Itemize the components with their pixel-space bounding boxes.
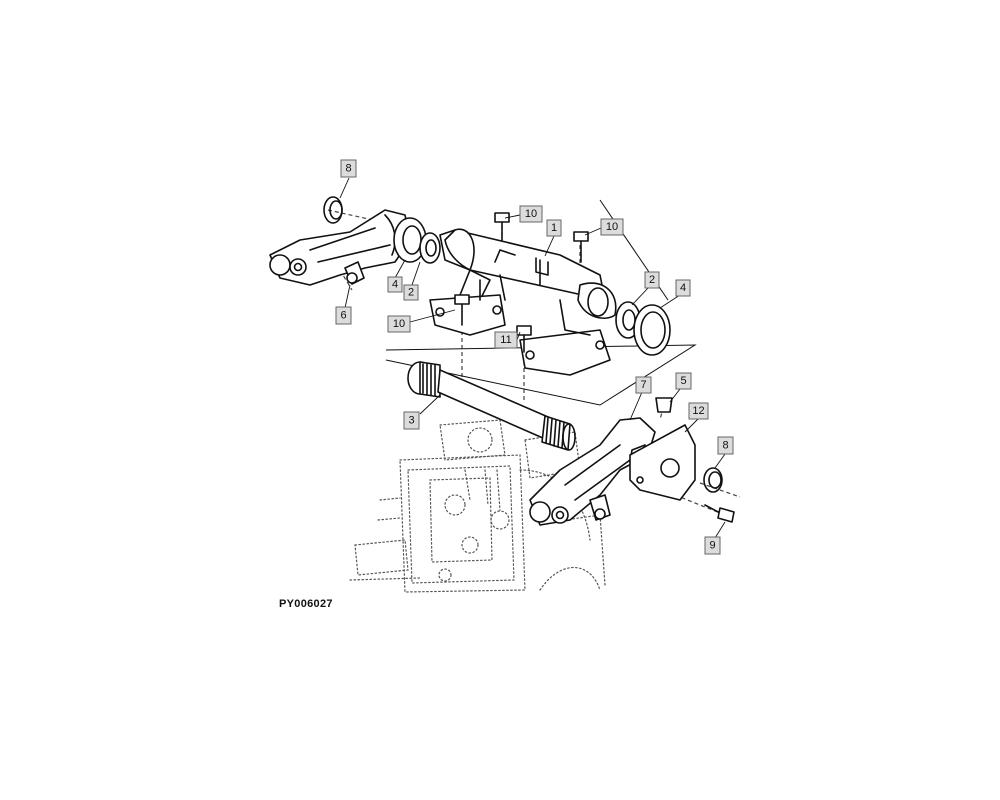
callout-8-right: 8 (717, 436, 734, 455)
callout-1-text: 1 (551, 222, 557, 234)
callout-11: 11 (494, 331, 518, 349)
callout-10-bolt-top: 10 (519, 205, 543, 223)
callout-3: 3 (403, 411, 420, 430)
callout-10-left-text: 10 (393, 318, 405, 330)
callout-4-left-text: 4 (392, 279, 398, 291)
callout-10-bolt-right: 10 (600, 218, 624, 236)
callout-8-top: 8 (340, 159, 357, 178)
callout-6: 6 (335, 306, 352, 325)
callout-2-left: 2 (403, 284, 419, 301)
bolt-9 (704, 504, 735, 523)
callout-4-left: 4 (387, 276, 403, 293)
callout-3-text: 3 (408, 415, 414, 427)
callout-1: 1 (546, 219, 562, 237)
seal-bearing-left (393, 217, 441, 264)
callout-2-left-text: 2 (408, 287, 414, 299)
callout-8-top-text: 8 (345, 163, 351, 175)
callout-9-text: 9 (709, 540, 715, 552)
bolts (454, 212, 589, 353)
callout-5: 5 (675, 372, 692, 390)
callout-11-text: 11 (500, 334, 511, 346)
callout-leaders (339, 177, 726, 539)
snap-ring-top-left (323, 196, 343, 224)
callout-7: 7 (635, 376, 652, 394)
callout-10-bolt-right-text: 10 (606, 221, 618, 233)
callout-5-text: 5 (680, 375, 686, 387)
cam-plate (629, 424, 696, 501)
lift-arm-right (529, 417, 656, 526)
callout-12-text: 12 (692, 405, 704, 417)
rockshaft-splined (407, 361, 576, 451)
snap-ring-right (703, 467, 723, 493)
rockshaft-housing (429, 228, 617, 376)
callout-10-bolt-top-text: 10 (525, 208, 537, 220)
callout-10-left: 10 (387, 315, 411, 333)
callout-4-right: 4 (675, 279, 691, 297)
seal-bearing-right (615, 301, 671, 356)
callout-7-text: 7 (640, 379, 646, 391)
callout-2-right-text: 2 (649, 274, 655, 286)
callout-2-right: 2 (644, 271, 660, 289)
transmission-housing-phantom (349, 419, 606, 593)
callout-9: 9 (704, 536, 721, 555)
callout-6-text: 6 (340, 310, 346, 322)
callout-12: 12 (688, 402, 709, 420)
callout-4-right-text: 4 (680, 282, 686, 294)
plug (655, 397, 673, 413)
callout-8-right-text: 8 (722, 440, 728, 452)
lift-arm-left (269, 209, 411, 286)
figure-id-label: PY006027 (279, 598, 333, 610)
